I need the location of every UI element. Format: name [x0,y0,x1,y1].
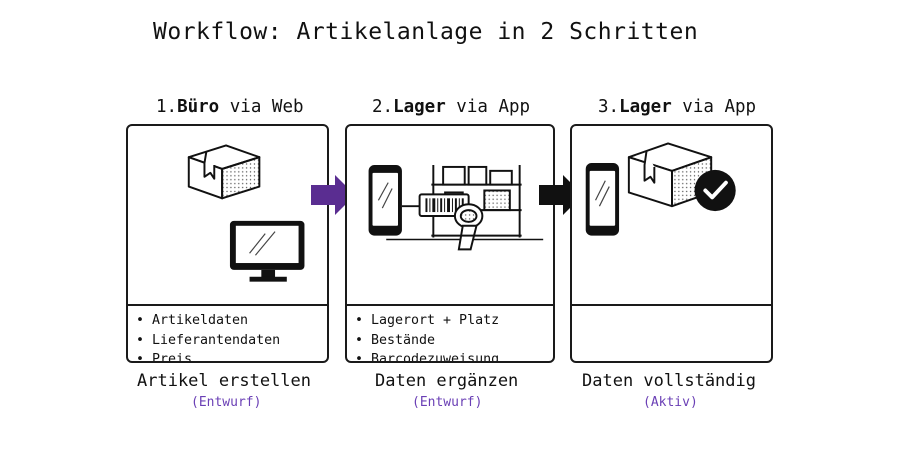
arrow-right-icon [311,175,355,215]
step-1-bullets: Artikeldaten Lieferantendaten Preis [128,304,327,361]
diagram-title: Workflow: Artikelanlage in 2 Schritten [153,19,699,45]
step-3-via: via App [671,97,757,117]
step-1-status: (Entwurf) [191,395,262,410]
step-2-caption: Daten ergänzen [375,371,519,391]
step-2-illustration [368,164,544,251]
smartphone-icon [368,164,402,236]
step-2-actor: Lager [393,97,446,117]
barcode-scanner-icon [453,203,484,251]
step-2-card: Lagerort + Platz Bestände Barcodezuweisu… [345,124,555,363]
smartphone-icon [585,163,620,236]
step-1-bullet: Lieferantendaten [136,331,327,351]
step-2-bullet: Lagerort + Platz [355,311,553,331]
step-3-status: (Aktiv) [643,395,698,410]
step-2-bullet: Barcodezuweisung [355,350,553,361]
step-2-bullet: Bestände [355,331,553,351]
step-3-caption: Daten vollständig [582,371,756,391]
step-1-caption: Artikel erstellen [137,371,311,391]
step-1-bullet: Preis [136,350,327,361]
step-1-illustration [187,144,305,282]
step-3-actor: Lager [619,97,672,117]
step-1-heading: 1.Büro via Web [156,97,304,117]
step-2-bullets: Lagerort + Platz Bestände Barcodezuweisu… [347,304,553,361]
check-circle-icon [694,169,736,212]
step-2-via: via App [445,97,531,117]
step-3-heading: 3.Lager via App [598,97,756,117]
step-3-bullets [572,304,771,361]
step-1-bullet: Artikeldaten [136,311,327,331]
step-1-via: via Web [219,97,304,117]
step-2-number: 2. [372,97,394,117]
step-1-number: 1. [156,97,178,117]
step-2-status: (Entwurf) [412,395,483,410]
step-3-number: 3. [598,97,620,117]
monitor-icon [229,220,305,282]
warehouse-shelf-icon [386,164,544,241]
step-3-illustration [585,142,736,236]
step-1-actor: Büro [177,97,220,117]
step-3-card [570,124,773,363]
step-2-heading: 2.Lager via App [372,97,530,117]
box-icon [187,144,261,200]
step-1-card: Artikeldaten Lieferantendaten Preis [126,124,329,363]
